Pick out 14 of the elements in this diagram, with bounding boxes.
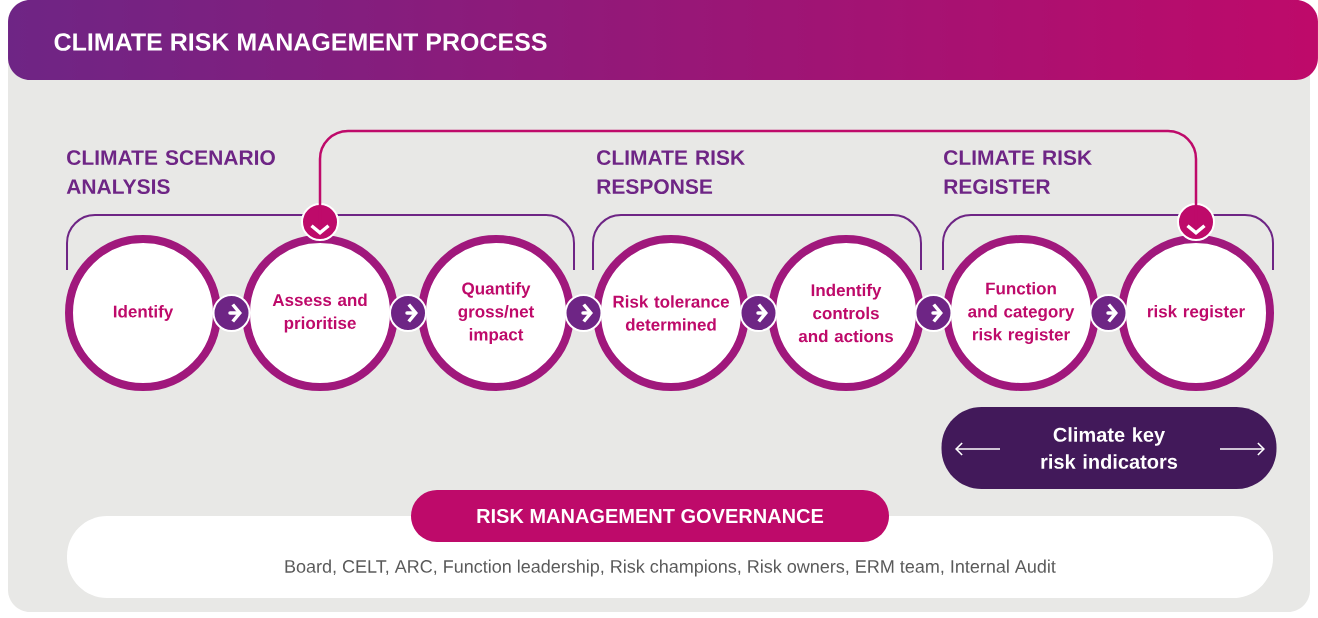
chevron-arrow bbox=[389, 294, 427, 332]
heading-pill: RISK MANAGEMENT GOVERNANCE bbox=[411, 490, 889, 542]
group-heading: CLIMATE RISK REGISTER bbox=[944, 150, 1092, 195]
indicator-pill: Climate key risk indicators bbox=[941, 407, 1277, 489]
chevron-arrow bbox=[564, 294, 603, 332]
group-heading: CLIMATE RISK RESPONSE bbox=[597, 150, 745, 195]
chevron-arrow bbox=[1089, 294, 1128, 332]
chevron-arrow bbox=[914, 294, 953, 332]
chevron-arrow bbox=[739, 294, 778, 332]
group-heading: CLIMATE SCENARIO ANALYSIS bbox=[66, 150, 275, 195]
loop-connector bbox=[301, 129, 1215, 241]
member-list: Board, CELT, ARC, Function leadership, Risk champions, Risk owners, ERM team, Internal Audit bbox=[285, 559, 1056, 577]
chevron-arrow bbox=[212, 294, 251, 332]
title: CLIMATE RISK MANAGEMENT PROCESS bbox=[54, 33, 547, 51]
